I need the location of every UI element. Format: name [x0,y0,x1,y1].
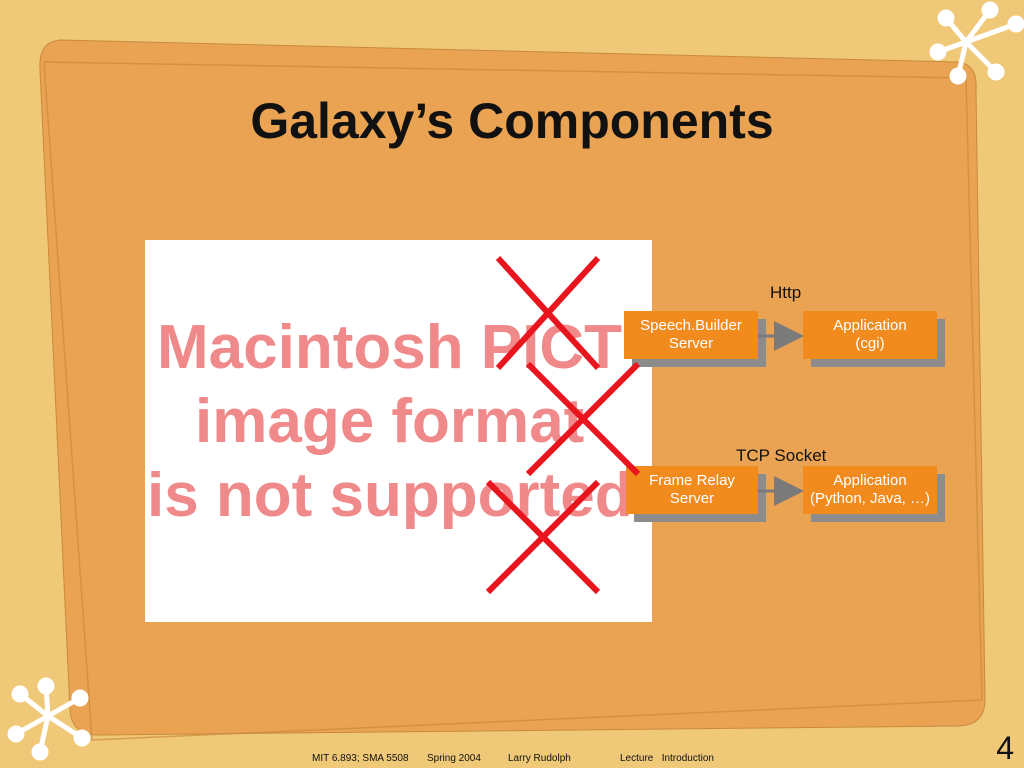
placeholder-line: Macintosh PICT [157,313,623,382]
placeholder-line: is not supported [147,461,633,530]
cross-out-icon [495,255,601,371]
slide-title: Galaxy’s Components [250,93,774,149]
cross-out-icon [525,361,641,477]
box-label: Server [669,490,715,507]
panel-outline [43,61,983,741]
application-cgi-box: Application (cgi) [803,311,937,359]
frame-relay-server-box: Frame Relay Server [626,466,758,514]
tcp-socket-label: TCP Socket [736,446,827,465]
box-label: (Python, Java, …) [809,490,931,507]
placeholder-line: image format [195,387,585,456]
star-icon [929,1,1024,85]
box-label: Server [668,335,714,352]
box-label: Frame Relay [649,472,735,489]
footer-course: MIT 6.893; SMA 5508 [312,753,409,764]
box-label: (cgi) [855,335,885,352]
cross-out-icon [485,479,601,595]
box-label: Application [833,472,907,489]
application-python-box: Application (Python, Java, …) [803,466,937,514]
footer-lecture: Lecture Introduction [620,753,714,764]
footer-term: Spring 2004 [427,753,481,764]
star-icon [7,677,91,761]
footer-author: Larry Rudolph [508,753,571,764]
box-label: Application [833,317,907,334]
page-number: 4 [996,730,1014,766]
speechbuilder-server-box: Speech.Builder Server [624,311,758,359]
http-label: Http [770,283,802,302]
box-label: Speech.Builder [640,317,742,334]
